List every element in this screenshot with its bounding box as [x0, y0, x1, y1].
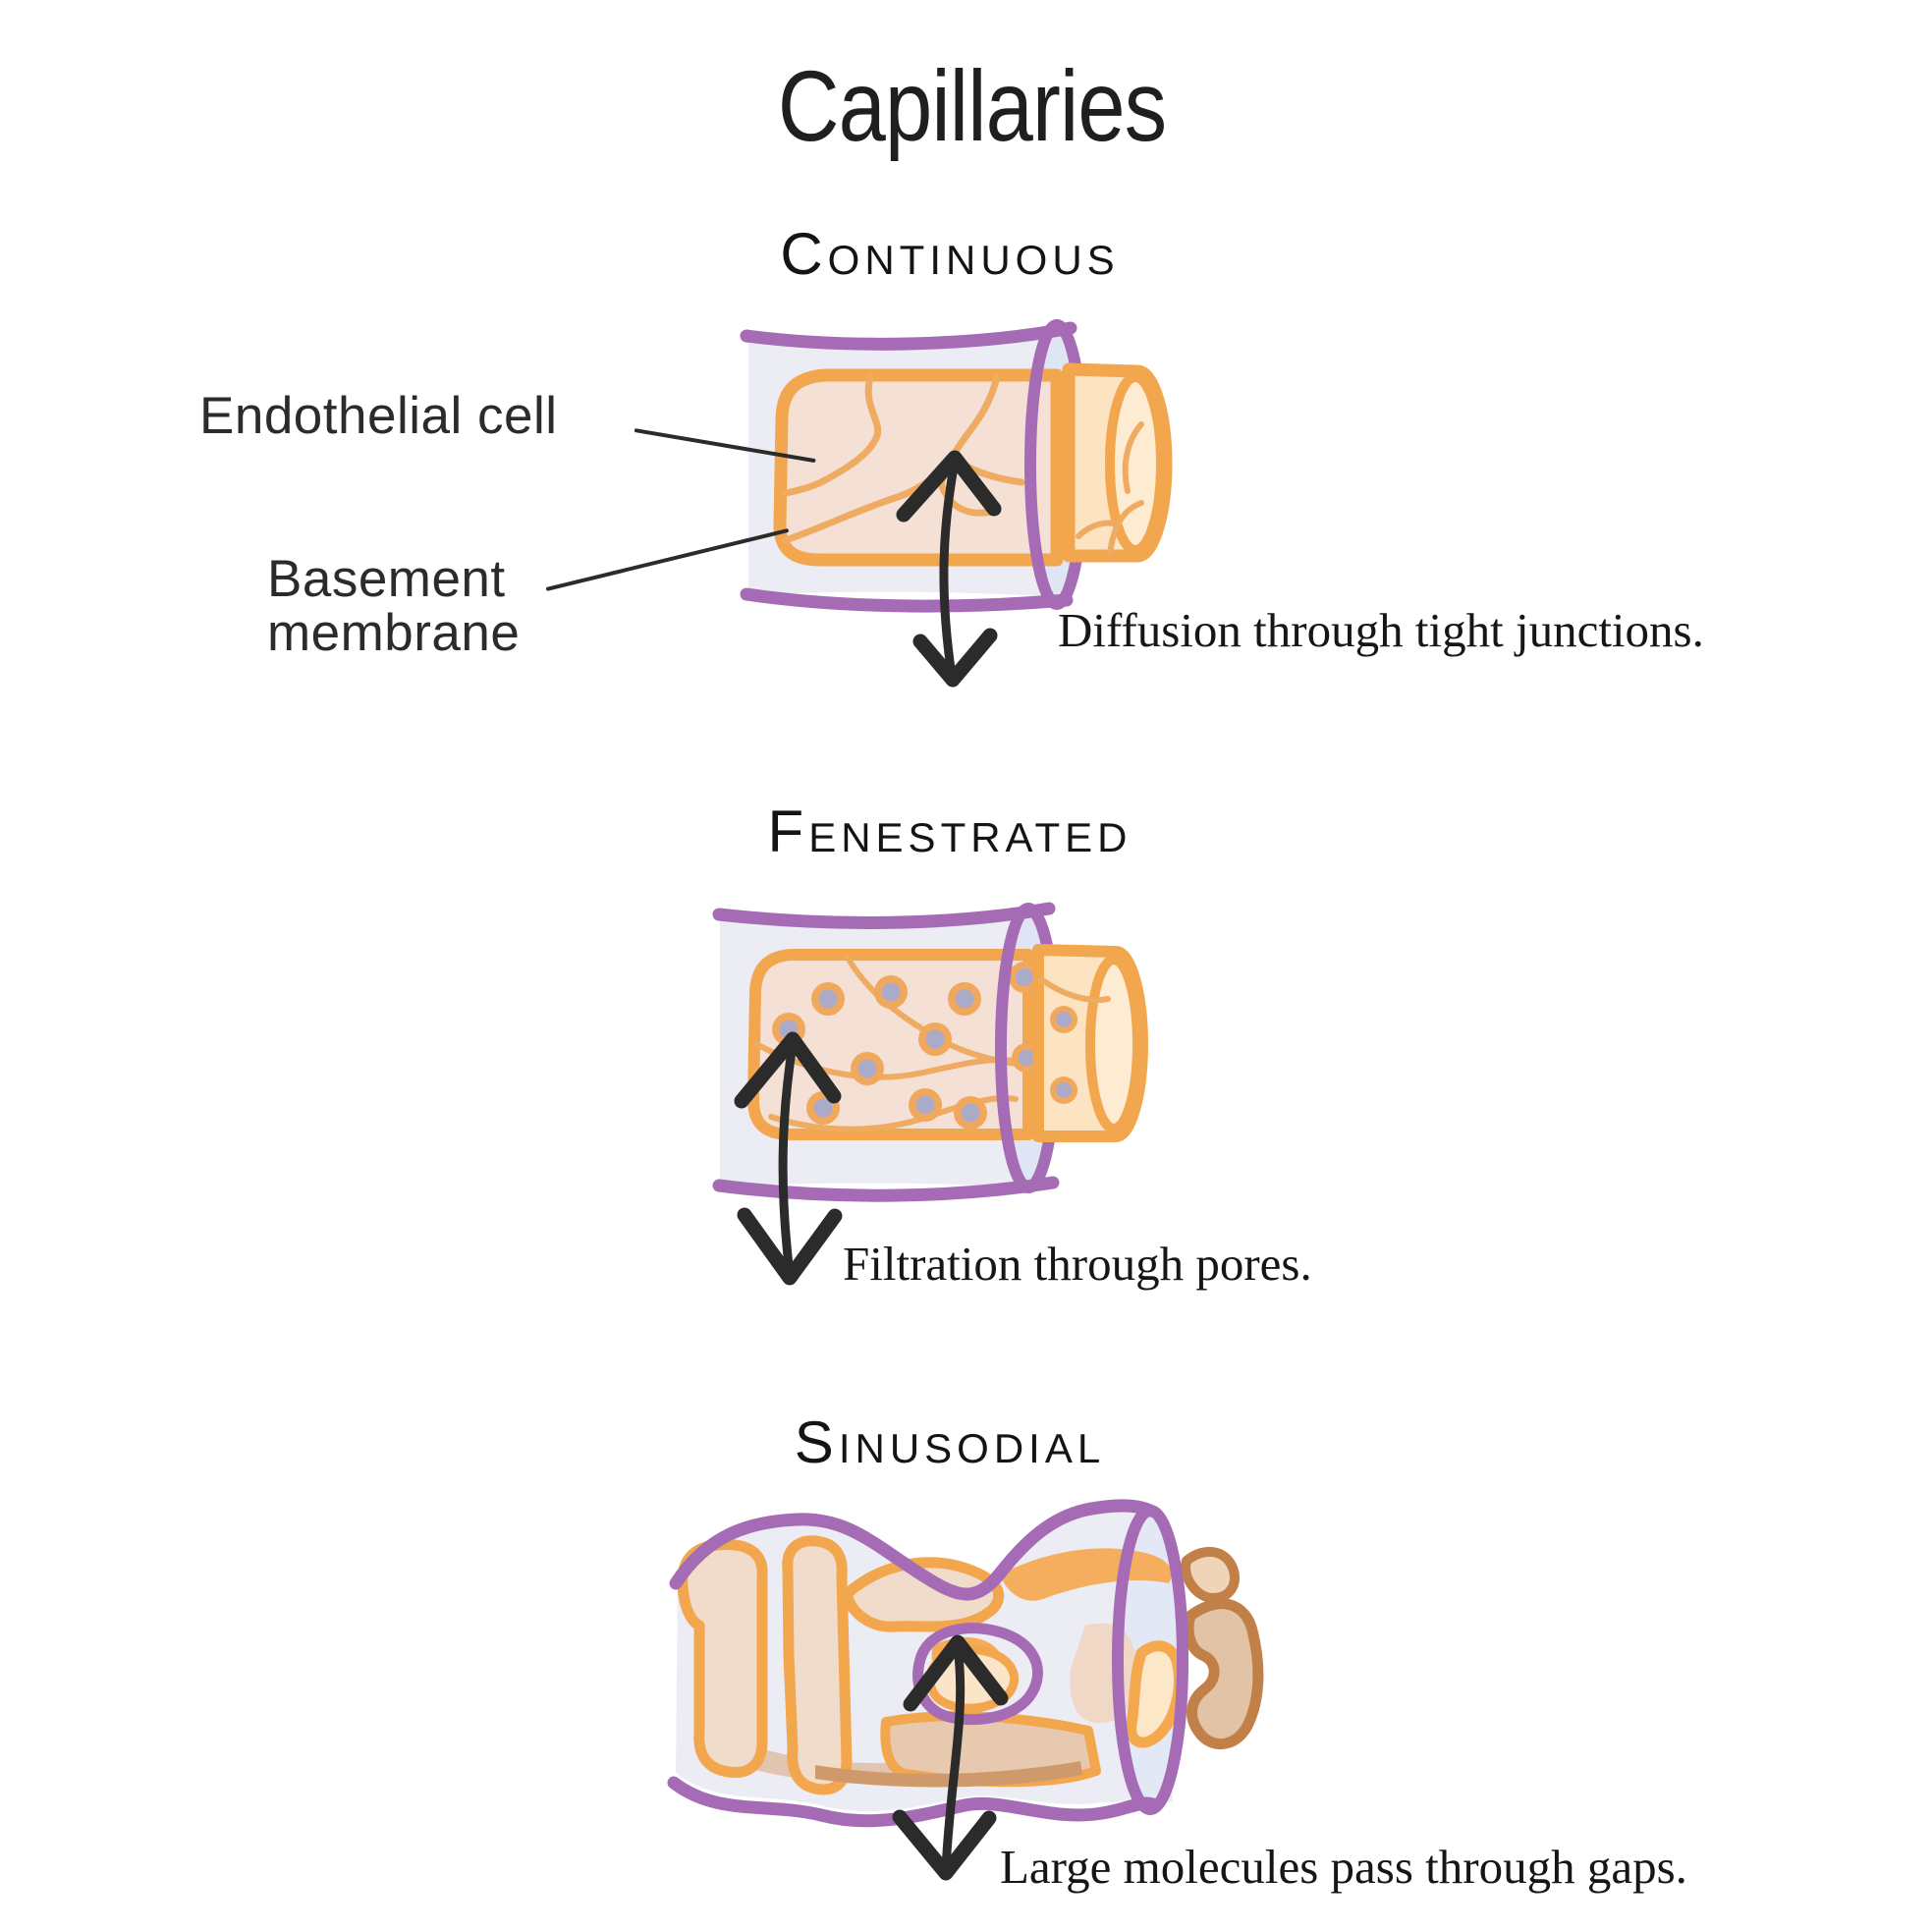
- right-cells: [1126, 1547, 1264, 1750]
- caption-fenestrated: Filtration through pores.: [843, 1237, 1312, 1291]
- caption-continuous: Diffusion through tight junctions.: [1058, 603, 1704, 657]
- section-heading-sinusodial: Sinusodial: [794, 1409, 1106, 1475]
- sinusodial-capillary-illustration: [667, 1499, 1264, 1881]
- pores: [772, 962, 1040, 1130]
- endothelial-cell-tube: [773, 368, 1064, 567]
- continuous-capillary-illustration: [740, 319, 1173, 688]
- title-band: Capillaries: [10, 49, 1932, 164]
- filtration-arrow: [734, 1031, 843, 1286]
- section-heading-fenestrated: Fenestrated: [767, 799, 1132, 864]
- large-molecule-arrow: [892, 1634, 1009, 1881]
- protruding-endothelial-tube: [1032, 944, 1148, 1142]
- pores: [1050, 1006, 1077, 1104]
- page-title: Capillaries: [778, 50, 1167, 162]
- section-heading-continuous: Continuous: [780, 221, 1120, 287]
- protruding-endothelial-tube: [1062, 362, 1173, 563]
- label-endothelial-cell: Endothelial cell: [199, 387, 558, 445]
- label-basement-membrane: Basement membrane: [267, 550, 521, 663]
- membrane-gap-ring: [912, 1623, 1043, 1726]
- fenestrated-capillary-illustration: [712, 902, 1148, 1286]
- caption-sinusodial: Large molecules pass through gaps.: [1000, 1840, 1687, 1894]
- diffusion-arrow: [896, 450, 1002, 688]
